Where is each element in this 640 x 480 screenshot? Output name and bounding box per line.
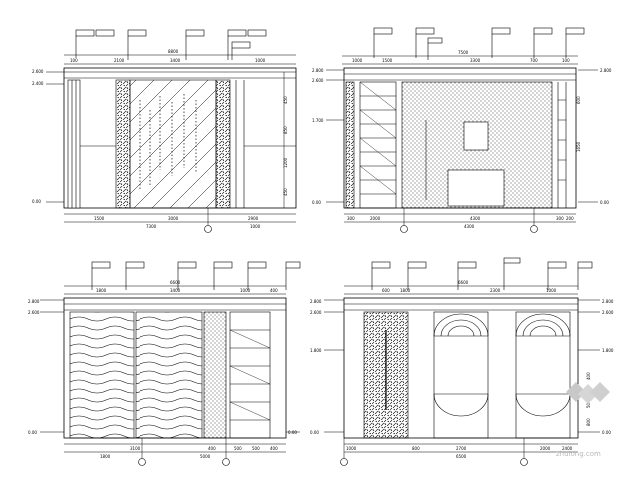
dim-top: 1000 — [255, 58, 266, 63]
watermark-logo-icon — [566, 382, 610, 404]
dim-bottom: 800 — [412, 446, 420, 451]
material-callouts — [371, 257, 593, 290]
level-label: 2.400 — [32, 81, 44, 86]
dim-bottom: 4300 — [470, 216, 481, 221]
level-label-right: 0.00 — [288, 430, 297, 435]
dim-top: 1000 — [240, 288, 251, 293]
dim-top: 2100 — [114, 58, 125, 63]
dim-top: 3400 — [170, 288, 181, 293]
level-label: 2.600 — [28, 310, 40, 315]
dim-right: 600 — [576, 96, 581, 104]
dim-top: 1000 — [352, 58, 363, 63]
panel-bottom-left-labels: 1800 3400 1000 400 6600 2.800 2.600 0.00… — [28, 280, 297, 459]
dim-bottom: 200 — [566, 216, 574, 221]
level-label: 2.800 — [310, 299, 322, 304]
level-label-right: 2.600 — [602, 310, 614, 315]
dim-top: 2300 — [490, 288, 501, 293]
dim-top: 100 — [562, 58, 570, 63]
dim-top: 1500 — [382, 58, 393, 63]
dim-bottom: 2700 — [456, 446, 467, 451]
level-label: 2.800 — [312, 68, 324, 73]
dim-right: 850 — [283, 126, 288, 134]
dim-overall: 6600 — [458, 280, 469, 285]
elevation-panel-bottom-right — [324, 257, 600, 466]
elevation-panel-top-left — [46, 29, 297, 233]
dim-bottom-total: 6500 — [456, 454, 467, 459]
level-label: 1.800 — [310, 348, 322, 353]
level-label: 0.00 — [28, 430, 37, 435]
watermark: zhulong.com — [556, 382, 610, 458]
dim-right: 450 — [283, 96, 288, 104]
elevation-panel-top-right — [326, 27, 598, 233]
dim-bottom-right: 1000 — [250, 224, 261, 229]
level-label-right: 0.00 — [602, 430, 611, 435]
dim-bottom: 400 — [208, 446, 216, 451]
dim-bottom: 300 — [347, 216, 355, 221]
level-label: 2.600 — [32, 69, 44, 74]
dim-bottom: 1000 — [346, 446, 357, 451]
level-label-right: 2.800 — [600, 68, 612, 73]
level-label-right: 2.800 — [602, 299, 614, 304]
elevation-panel-bottom-left — [40, 261, 301, 466]
panel-bottom-right-labels: 600 1800 2300 1000 6600 2.800 2.600 1.80… — [310, 280, 614, 459]
dim-top: 100 — [70, 58, 78, 63]
dim-right: 1650 — [576, 141, 581, 152]
dim-top: 600 — [382, 288, 390, 293]
dim-bottom-total: 7300 — [146, 224, 157, 229]
watermark-text: zhulong.com — [556, 450, 601, 458]
dim-bottom: 3100 — [130, 446, 141, 451]
dim-bottom-total: 4300 — [464, 224, 475, 229]
dim-bottom-total: 1800 — [100, 454, 111, 459]
dim-top: 700 — [530, 58, 538, 63]
panel-top-left-labels: 100 2100 3400 1000 8800 2.600 2.400 0.00… — [32, 49, 288, 229]
dim-top: 400 — [270, 288, 278, 293]
level-label: 2.600 — [312, 78, 324, 83]
dim-bottom: 2900 — [248, 216, 259, 221]
dim-top: 3400 — [170, 58, 181, 63]
level-label: 2.800 — [28, 299, 40, 304]
dim-top: 1800 — [400, 288, 411, 293]
dim-bottom: 1500 — [94, 216, 105, 221]
dim-right: 450 — [283, 188, 288, 196]
dim-right: 500 — [586, 400, 591, 408]
level-label-right: 1.800 — [602, 348, 614, 353]
material-callouts — [91, 261, 301, 290]
dim-bottom: 3000 — [168, 216, 179, 221]
dim-right: 400 — [586, 372, 591, 380]
level-label-right: 0.00 — [600, 200, 609, 205]
dim-bottom: 500 — [234, 446, 242, 451]
level-label: 0.00 — [310, 430, 319, 435]
material-callouts — [373, 27, 585, 60]
dim-overall: 6600 — [170, 280, 181, 285]
level-label: 1.700 — [312, 118, 324, 123]
dim-right: 1200 — [283, 157, 288, 168]
dim-bottom: 2000 — [540, 446, 551, 451]
dim-bottom-total: 5000 — [200, 454, 211, 459]
dim-bottom: 500 — [252, 446, 260, 451]
dim-top: 1800 — [96, 288, 107, 293]
dim-overall: 7500 — [458, 50, 469, 55]
level-label: 0.00 — [312, 200, 321, 205]
dim-bottom: 400 — [270, 446, 278, 451]
level-label: 0.00 — [32, 199, 41, 204]
dim-bottom: 300 — [556, 216, 564, 221]
dim-top: 1000 — [546, 288, 557, 293]
material-callouts — [75, 29, 267, 60]
dim-bottom: 2400 — [562, 446, 573, 451]
panel-top-right-labels: 1000 1500 3300 700 100 7500 2.800 2.600 … — [312, 50, 612, 229]
dim-top: 3300 — [470, 58, 481, 63]
level-label: 2.600 — [310, 310, 322, 315]
dim-overall: 8800 — [168, 49, 179, 54]
dim-right: 800 — [586, 418, 591, 426]
dim-bottom: 2000 — [370, 216, 381, 221]
